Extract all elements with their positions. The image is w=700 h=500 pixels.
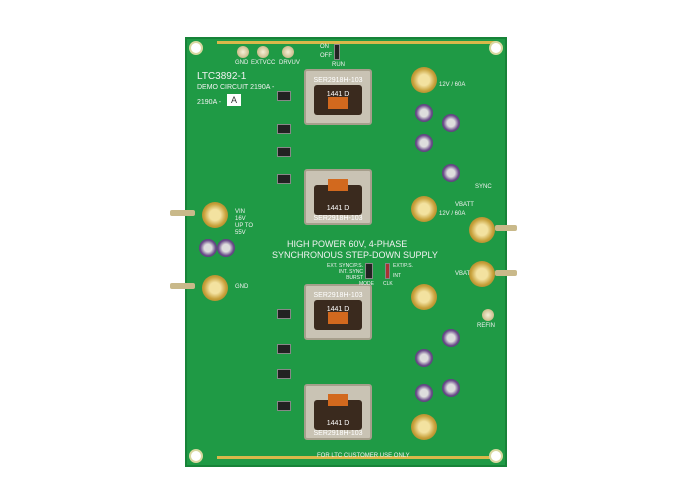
clk-option: EXT/P.S. <box>393 263 413 269</box>
output-terminal[interactable] <box>411 284 437 310</box>
run-label: RUN <box>332 62 345 68</box>
terminal-stud <box>495 225 517 231</box>
sync-label: SYNC <box>475 184 492 190</box>
capacitor <box>415 104 433 122</box>
headline: HIGH POWER 60V, 4-PHASE <box>287 239 408 249</box>
mounting-hole <box>189 449 203 463</box>
terminal-stud <box>170 283 195 289</box>
mosfet <box>277 174 291 184</box>
pcb-board: GND EXTVCC DRVUV ON OFF RUN LTC3892-1 DE… <box>185 37 507 467</box>
mode-label: MODE <box>359 281 374 287</box>
output-terminal[interactable] <box>411 414 437 440</box>
capacitor <box>442 379 460 397</box>
capacitor <box>217 239 235 257</box>
edge-trace <box>217 456 497 459</box>
output-terminal[interactable] <box>411 196 437 222</box>
footer-label: FOR LTC CUSTOMER USE ONLY <box>317 453 410 459</box>
run-jumper[interactable] <box>334 44 340 60</box>
mosfet <box>277 344 291 354</box>
vin-terminal[interactable] <box>202 202 228 228</box>
demo-circuit-label: DEMO CIRCUIT 2190A - <box>197 84 275 91</box>
run-off-label: OFF <box>320 53 332 59</box>
testpoint-extvcc[interactable] <box>257 46 269 58</box>
gnd-label: GND <box>235 284 249 290</box>
mosfet <box>277 124 291 134</box>
rev-badge: A <box>227 94 242 106</box>
edge-trace <box>217 41 497 44</box>
mosfet <box>277 401 291 411</box>
tp-label: DRVUV <box>279 60 300 66</box>
vbatt-terminal[interactable] <box>469 261 495 287</box>
headline: SYNCHRONOUS STEP-DOWN SUPPLY <box>272 250 438 260</box>
run-on-label: ON <box>320 44 329 50</box>
vbatt-terminal[interactable] <box>469 217 495 243</box>
capacitor <box>415 349 433 367</box>
mounting-hole <box>189 41 203 55</box>
rev-prefix: 2190A - <box>197 99 222 106</box>
mode-jumper[interactable] <box>365 263 373 279</box>
output-label: 12V / 60A <box>439 82 466 88</box>
vbatt-label: VBATT <box>455 202 474 208</box>
testpoint-drvuv[interactable] <box>282 46 294 58</box>
mosfet <box>277 369 291 379</box>
mosfet <box>277 91 291 101</box>
tp-label: GND <box>235 60 249 66</box>
capacitor <box>442 114 460 132</box>
testpoint-refin[interactable] <box>482 309 494 321</box>
mounting-hole <box>489 41 503 55</box>
terminal-stud <box>170 210 195 216</box>
output-label: 12V / 60A <box>439 211 466 217</box>
capacitor <box>442 329 460 347</box>
gnd-terminal[interactable] <box>202 275 228 301</box>
capacitor <box>199 239 217 257</box>
clk-jumper[interactable] <box>385 263 390 279</box>
capacitor <box>415 384 433 402</box>
vbatt-label: VBATT <box>455 271 474 277</box>
capacitor <box>442 164 460 182</box>
clk-option: INT <box>393 273 402 279</box>
testpoint-gnd[interactable] <box>237 46 249 58</box>
tp-label: EXTVCC <box>251 60 276 66</box>
refin-label: REFIN <box>477 323 495 329</box>
board-title: LTC3892-1 <box>197 71 247 82</box>
output-terminal[interactable] <box>411 67 437 93</box>
mosfet <box>277 309 291 319</box>
mounting-hole <box>489 449 503 463</box>
clk-label: CLK <box>383 281 393 287</box>
terminal-stud <box>495 270 517 276</box>
mosfet <box>277 147 291 157</box>
capacitor <box>415 134 433 152</box>
